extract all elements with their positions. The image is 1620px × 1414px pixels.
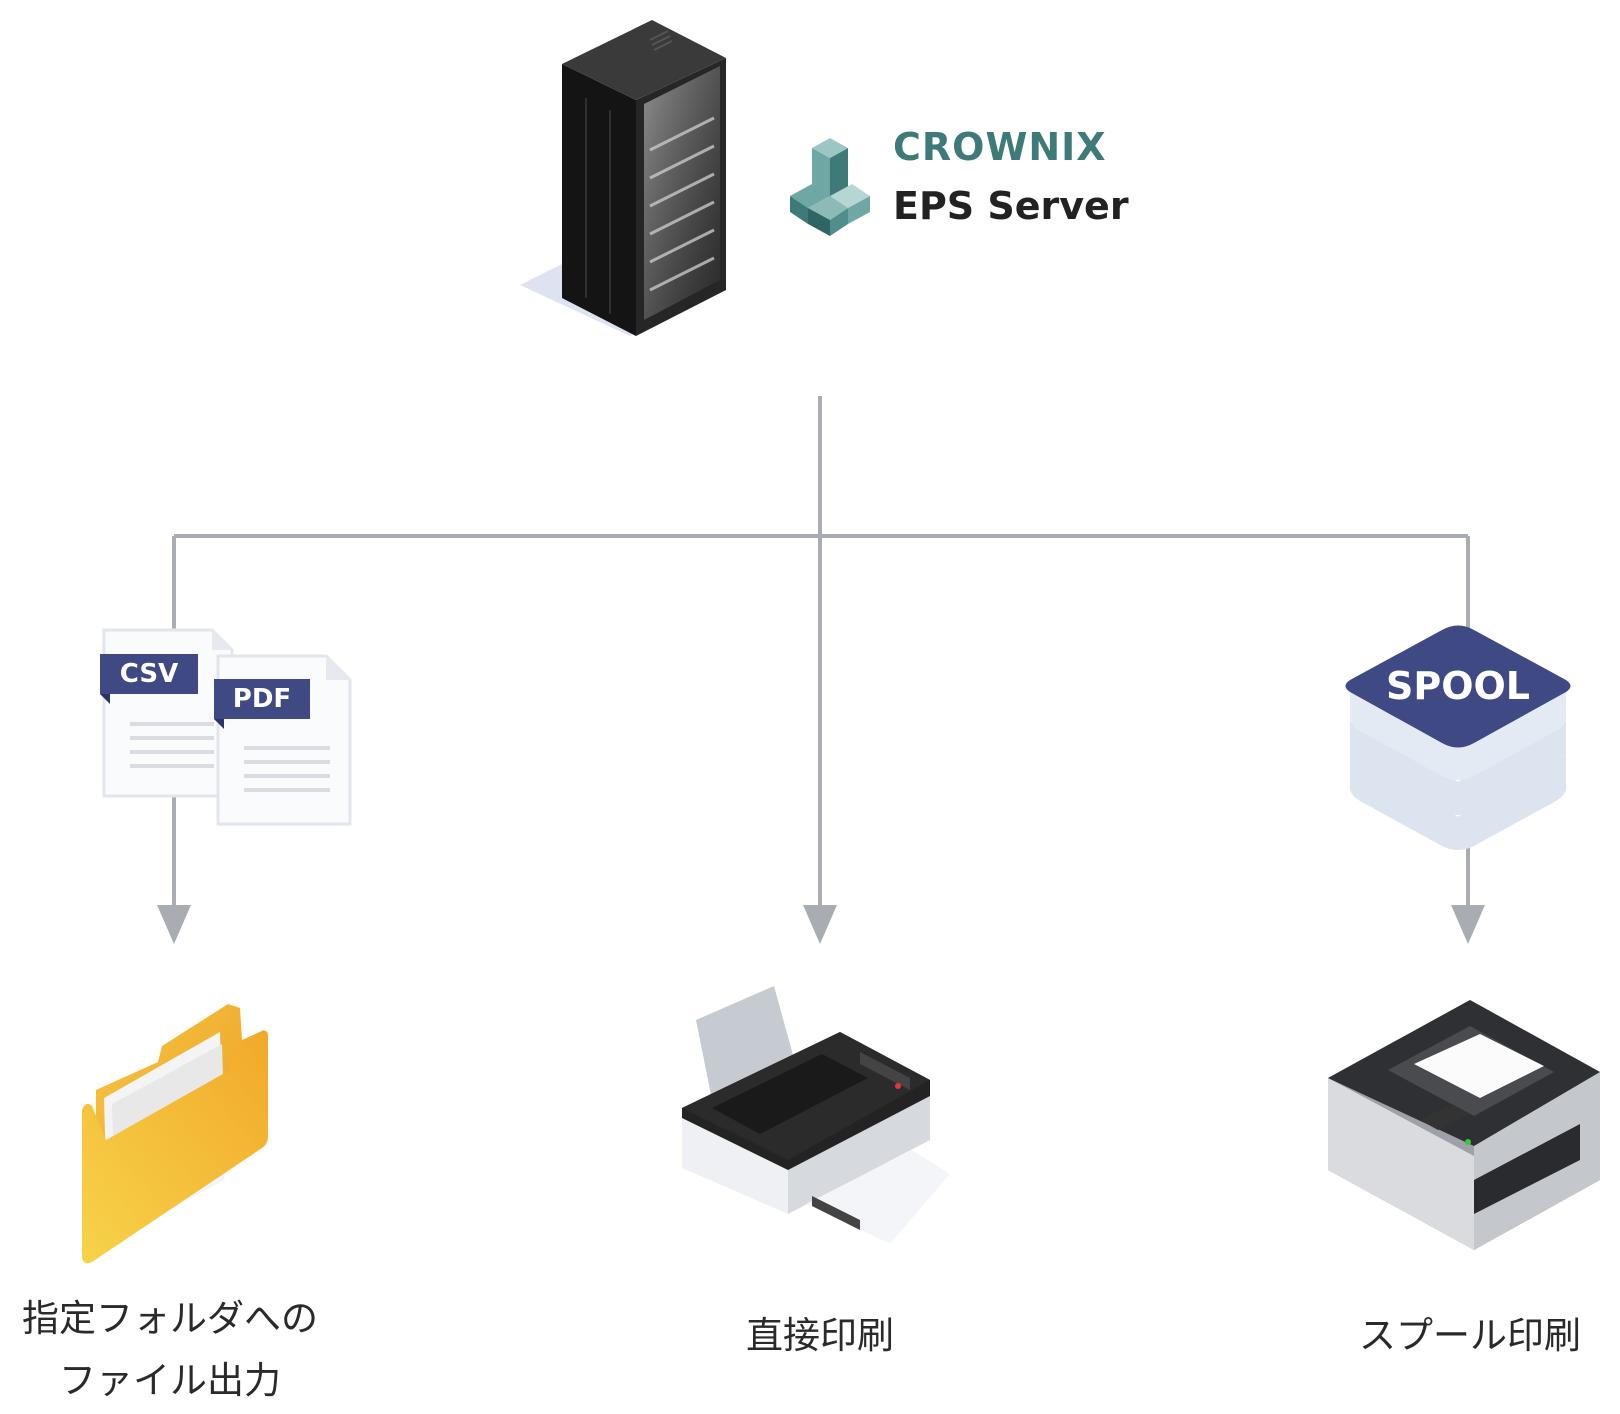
caption-direct-print: 直接印刷 <box>746 1314 894 1357</box>
arrowhead-spool-print <box>1451 905 1485 944</box>
arrowhead-folder <box>157 905 191 944</box>
caption-folder-line1: 指定フォルダへの <box>22 1297 318 1340</box>
inkjet-printer-icon <box>682 986 950 1244</box>
brand-name: CROWNIX <box>893 125 1107 169</box>
csv-label: CSV <box>120 659 178 689</box>
arrowheads <box>157 905 1485 944</box>
pdf-file-icon: PDF <box>214 654 352 826</box>
product-name: EPS Server <box>893 184 1129 228</box>
caption-folder-output: 指定フォルダへの ファイル出力 <box>10 1288 330 1412</box>
spool-label: SPOOL <box>1386 664 1530 708</box>
arrowhead-direct-print <box>803 905 837 944</box>
csv-file-icon: CSV <box>100 628 234 798</box>
server-rack-icon <box>520 20 726 336</box>
pdf-label: PDF <box>233 684 291 714</box>
spool-database-icon: SPOOL <box>1345 625 1571 850</box>
folder-icon <box>82 1004 268 1264</box>
caption-spool-print: スプール印刷 <box>1359 1314 1581 1357</box>
caption-folder-line2: ファイル出力 <box>59 1359 281 1402</box>
crownix-logo-icon <box>790 138 870 236</box>
connector-lines <box>172 396 1470 915</box>
laser-printer-icon <box>1328 1000 1600 1250</box>
